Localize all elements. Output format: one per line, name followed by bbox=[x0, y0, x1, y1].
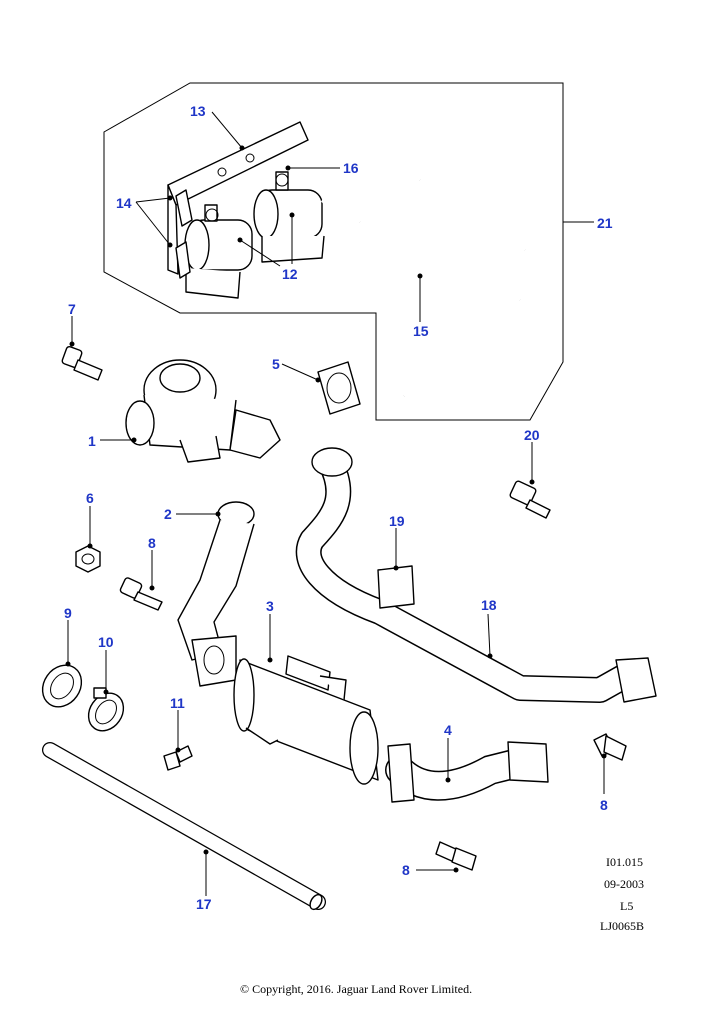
copyright-notice: © Copyright, 2016. Jaguar Land Rover Lim… bbox=[240, 982, 472, 996]
callout-11: 11 bbox=[170, 695, 185, 711]
callout-8-right: 8 bbox=[600, 797, 608, 813]
bolt-part-7 bbox=[61, 345, 103, 381]
callout-16: 16 bbox=[343, 160, 359, 176]
sensor-part-20 bbox=[509, 480, 551, 519]
reference-level: L5 bbox=[620, 899, 633, 913]
callout-2: 2 bbox=[164, 506, 172, 522]
callout-13: 13 bbox=[190, 103, 206, 119]
reference-code: I01.015 bbox=[606, 855, 643, 869]
reference-date: 09-2003 bbox=[604, 877, 644, 891]
egr-cooler-part-3 bbox=[233, 655, 379, 785]
bolt-part-8-upper bbox=[119, 577, 163, 611]
vacuum-hose-part-15 bbox=[320, 127, 533, 398]
callout-8-upper: 8 bbox=[148, 535, 156, 551]
flexible-pipe-part-4 bbox=[385, 741, 549, 803]
callout-18: 18 bbox=[481, 597, 497, 613]
callout-14: 14 bbox=[116, 195, 132, 211]
callout-17: 17 bbox=[196, 896, 212, 912]
callout-6: 6 bbox=[86, 490, 94, 506]
flexible-pipe-part-2 bbox=[177, 501, 255, 687]
reference-drawing-id: LJ0065B bbox=[600, 919, 644, 933]
clamp-part-10 bbox=[87, 687, 125, 732]
bracket-part-13 bbox=[167, 121, 309, 275]
gasket-part-5 bbox=[317, 361, 361, 415]
callout-19: 19 bbox=[389, 513, 405, 529]
callout-7: 7 bbox=[68, 301, 76, 317]
callout-9: 9 bbox=[64, 605, 72, 621]
callout-15: 15 bbox=[413, 323, 429, 339]
pipe-part-17 bbox=[42, 742, 326, 911]
callout-20: 20 bbox=[524, 427, 540, 443]
seal-ring-part-9 bbox=[41, 664, 83, 708]
egr-pipe-part-18 bbox=[295, 447, 657, 703]
callout-21: 21 bbox=[597, 215, 613, 231]
bolt-part-8-lower bbox=[435, 841, 477, 871]
egr-valve-part-1 bbox=[125, 359, 281, 463]
leader-lines bbox=[65, 111, 607, 896]
callout-3: 3 bbox=[266, 598, 274, 614]
nut-part-6 bbox=[75, 545, 101, 573]
callout-5: 5 bbox=[272, 356, 280, 372]
callout-4: 4 bbox=[444, 722, 452, 738]
subassembly-frame bbox=[103, 82, 564, 421]
callout-12: 12 bbox=[282, 266, 298, 282]
solenoid-valves-part-12 bbox=[175, 171, 325, 299]
callout-1: 1 bbox=[88, 433, 96, 449]
callout-8-lower: 8 bbox=[402, 862, 410, 878]
callout-10: 10 bbox=[98, 634, 114, 650]
bolt-part-8-right bbox=[593, 733, 627, 761]
